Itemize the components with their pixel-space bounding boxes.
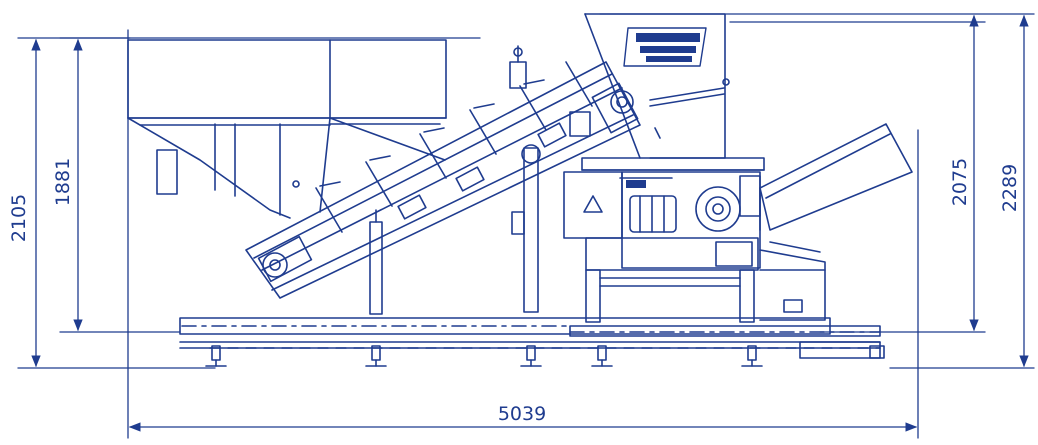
foot	[365, 345, 387, 367]
warning-icon	[583, 195, 603, 213]
dimension-labels: 5039 2105 1881 2075 2289	[8, 158, 1021, 425]
feed-hopper	[127, 39, 447, 219]
foot	[741, 345, 763, 367]
dim-label-length: 5039	[498, 403, 546, 425]
shredder-unit	[563, 13, 826, 323]
foot	[591, 345, 613, 367]
foot	[205, 345, 227, 367]
leveling-feet	[205, 345, 763, 367]
foot	[520, 345, 542, 367]
dimension-lines	[17, 13, 1035, 439]
dim-label-2105: 2105	[8, 194, 30, 242]
inclined-conveyor	[245, 45, 725, 299]
conveyor-legs	[369, 144, 541, 315]
base-frame	[179, 317, 885, 359]
dim-label-2289: 2289	[999, 164, 1021, 212]
dim-label-1881: 1881	[52, 158, 74, 206]
dim-label-2075: 2075	[949, 158, 971, 206]
brand-plate	[623, 27, 707, 67]
discharge-chute	[759, 123, 913, 231]
